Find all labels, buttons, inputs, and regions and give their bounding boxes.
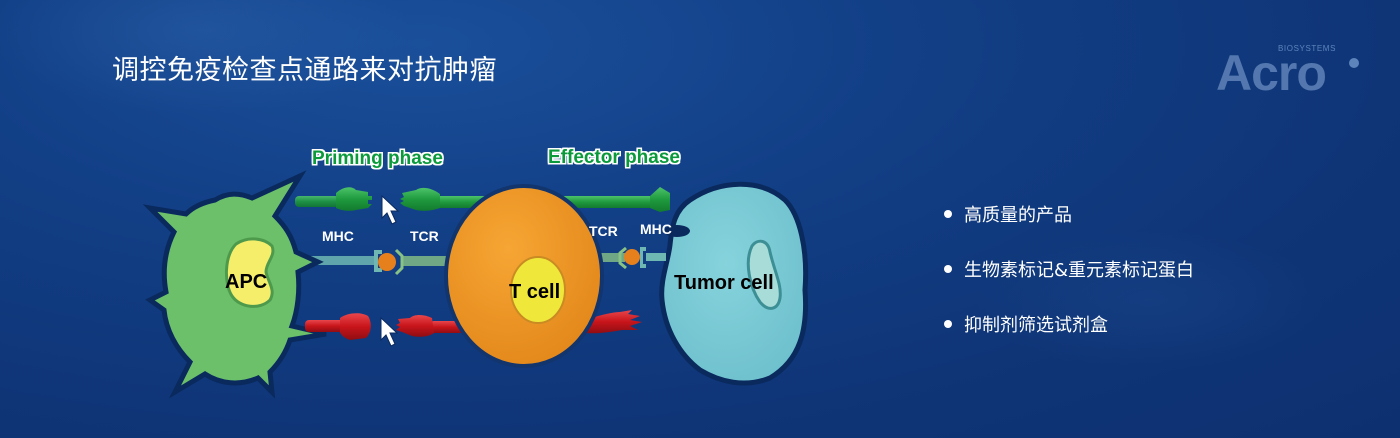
cursor-arrow-icon-top	[381, 194, 400, 225]
t-cell-label: T cell	[509, 281, 561, 303]
apc-label: APC	[225, 271, 268, 293]
feature-item: 抑制剂筛选试剂盒	[944, 310, 1194, 338]
bullet-dot-icon	[944, 210, 952, 218]
tumor-cell-label: Tumor cell	[674, 272, 774, 294]
slide-title: 调控免疫检查点通路来对抗肿瘤	[112, 55, 497, 86]
tcr-label-left: TCR	[410, 228, 439, 244]
t-cell-shape	[444, 184, 604, 368]
logo-dot-icon	[1349, 58, 1359, 68]
feature-text: 生物素标记&重元素标记蛋白	[964, 260, 1195, 281]
bullet-dot-icon	[944, 265, 952, 273]
tcr-label-right: TCR	[589, 223, 618, 239]
apc-cell-shape	[142, 170, 327, 399]
priming-phase-label: Priming phase	[312, 148, 443, 169]
mhc-label-left: MHC	[322, 228, 354, 244]
acro-logo: Acro BIOSYSTEMS	[1216, 38, 1366, 101]
tumor-cell-shape	[659, 181, 809, 386]
feature-text: 抑制剂筛选试剂盒	[964, 315, 1108, 336]
green-arm-priming-right	[400, 187, 440, 211]
red-arm-fist-left	[305, 313, 371, 340]
effector-phase-label: Effector phase	[548, 147, 680, 168]
bullet-dot-icon	[944, 320, 952, 328]
tcr-mhc-linkage-right	[595, 246, 666, 270]
logo-subtitle: BIOSYSTEMS	[1278, 44, 1337, 53]
feature-item: 生物素标记&重元素标记蛋白	[944, 255, 1194, 283]
mhc-label-right: MHC	[640, 221, 672, 237]
feature-item: 高质量的产品	[944, 200, 1194, 228]
logo-brand: Acro	[1216, 45, 1327, 101]
green-arm-priming-left	[295, 187, 372, 211]
feature-list: 高质量的产品 生物素标记&重元素标记蛋白 抑制剂筛选试剂盒	[944, 200, 1194, 365]
cursor-arrow-icon-bottom	[380, 316, 399, 347]
mhc-tcr-linkage-left	[310, 248, 462, 276]
feature-text: 高质量的产品	[964, 205, 1072, 226]
